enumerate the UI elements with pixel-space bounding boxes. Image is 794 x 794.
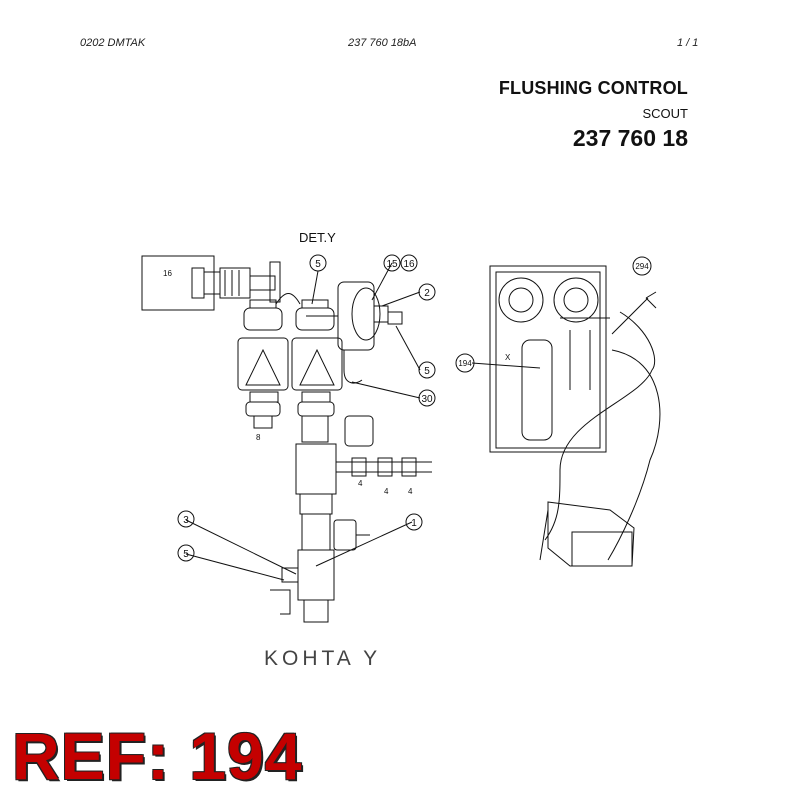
section-label: KOHTA Y — [264, 647, 382, 670]
header-left-code: 0202 DMTAK — [80, 37, 146, 49]
part-number: 237 760 18 — [572, 125, 688, 151]
callout-294: 294 — [635, 262, 649, 271]
tank — [521, 339, 553, 441]
flushing-valve — [297, 549, 335, 601]
callout-194: 194 — [458, 359, 472, 368]
pump-unit — [547, 501, 635, 567]
mounting-block — [141, 255, 215, 311]
drawing-title: FLUSHING CONTROL — [498, 78, 688, 98]
valve-body-left — [237, 337, 289, 391]
callout-1: 1 — [411, 518, 417, 529]
callout-16: 16 — [403, 259, 415, 270]
callout-3: 3 — [183, 515, 189, 526]
callout-15: 15 — [386, 259, 398, 270]
callout-5-top: 5 — [315, 259, 321, 270]
callout-5-bottom: 5 — [183, 549, 189, 560]
machine-outline — [489, 265, 607, 453]
header-page-number: 1 / 1 — [677, 37, 699, 49]
part-label-4a: 4 — [358, 479, 363, 488]
callout-5-mid: 5 — [424, 366, 430, 377]
part-label-4b: 4 — [384, 487, 389, 496]
part-label-16: 16 — [163, 269, 172, 278]
callout-30: 30 — [421, 394, 433, 405]
reference-label: REF: 194 — [12, 719, 303, 793]
hose-section — [295, 443, 337, 495]
detail-label: DET.Y — [299, 230, 336, 245]
callout-2: 2 — [424, 288, 430, 299]
drawing-subtitle: SCOUT — [642, 106, 689, 121]
part-label-x: X — [505, 353, 511, 362]
valve-body-right — [291, 337, 343, 391]
part-label-4c: 4 — [408, 487, 413, 496]
part-label-8: 8 — [256, 433, 261, 442]
header-drawing-number: 237 760 18bA — [348, 37, 417, 49]
